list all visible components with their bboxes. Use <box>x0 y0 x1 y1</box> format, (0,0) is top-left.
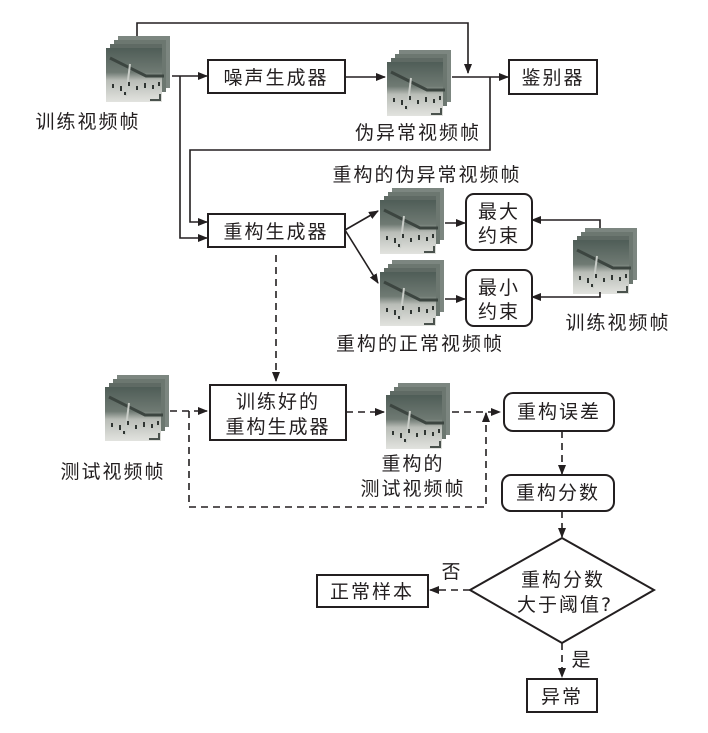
max-constraint-node: 最大 约束 <box>465 193 533 251</box>
edge-test-bypass-to-error <box>188 411 490 508</box>
edge-training-to-discriminator <box>136 22 472 74</box>
recon-generator-node: 重构生成器 <box>207 213 346 248</box>
anomaly-label: 异常 <box>541 686 583 708</box>
training-frames-image-left <box>104 34 172 104</box>
min-constraint-label-2: 约束 <box>478 301 520 323</box>
recon-normal-frames-image <box>378 258 446 328</box>
decision-label-2: 大于阈值? <box>517 594 613 616</box>
normal-sample-node: 正常样本 <box>316 574 429 608</box>
pseudo-anomaly-frames-image <box>385 48 453 118</box>
noise-generator-node: 噪声生成器 <box>207 59 346 94</box>
max-constraint-label-2: 约束 <box>478 225 520 247</box>
edge-training-right-to-max <box>531 216 601 228</box>
recon-generator-label: 重构生成器 <box>223 221 328 243</box>
no-branch-label: 否 <box>441 561 462 583</box>
pseudo-anomaly-frames-label: 伪异常视频帧 <box>355 122 481 144</box>
recon-error-node: 重构误差 <box>503 392 615 432</box>
yes-branch-label: 是 <box>571 649 592 671</box>
discriminator-label: 鉴别器 <box>521 67 584 89</box>
edge-recon-to-normal-recon <box>344 229 379 284</box>
recon-pseudo-anomaly-frames-label: 重构的伪异常视频帧 <box>332 164 521 186</box>
anomaly-node: 异常 <box>526 678 598 713</box>
recon-score-node: 重构分数 <box>501 474 615 512</box>
training-frames-image-right <box>571 226 639 296</box>
min-constraint-node: 最小 约束 <box>465 269 533 327</box>
trained-generator-label-1: 训练好的 <box>236 391 320 413</box>
recon-normal-frames-label: 重构的正常视频帧 <box>336 333 504 355</box>
trained-generator-label-2: 重构生成器 <box>225 416 330 438</box>
threshold-decision-node: 重构分数 大于阈值? <box>467 536 657 645</box>
edge-training-right-to-min <box>531 292 601 301</box>
trained-generator-node: 训练好的 重构生成器 <box>209 384 347 441</box>
noise-generator-label: 噪声生成器 <box>223 67 328 89</box>
test-frames-image <box>103 373 171 443</box>
training-frames-left-label: 训练视频帧 <box>35 111 140 133</box>
decision-label-1: 重构分数 <box>521 569 605 591</box>
training-frames-right-label: 训练视频帧 <box>565 312 670 334</box>
test-frames-label: 测试视频帧 <box>60 461 165 483</box>
recon-pseudo-anomaly-frames-image <box>378 186 446 256</box>
min-constraint-label-1: 最小 <box>478 277 520 299</box>
edge-training-to-recon-generator <box>179 76 208 242</box>
discriminator-node: 鉴别器 <box>508 59 598 95</box>
recon-test-frames-image <box>384 381 452 451</box>
edge-pseudo-to-recon-generator <box>189 77 491 226</box>
recon-error-label: 重构误差 <box>517 401 601 423</box>
edge-recon-to-pseudo-recon <box>344 210 379 231</box>
max-constraint-label-1: 最大 <box>478 201 520 223</box>
recon-test-frames-label-2: 测试视频帧 <box>360 478 465 500</box>
normal-sample-label: 正常样本 <box>330 581 414 603</box>
recon-score-label: 重构分数 <box>516 482 600 504</box>
recon-test-frames-label-1: 重构的 <box>381 453 444 475</box>
